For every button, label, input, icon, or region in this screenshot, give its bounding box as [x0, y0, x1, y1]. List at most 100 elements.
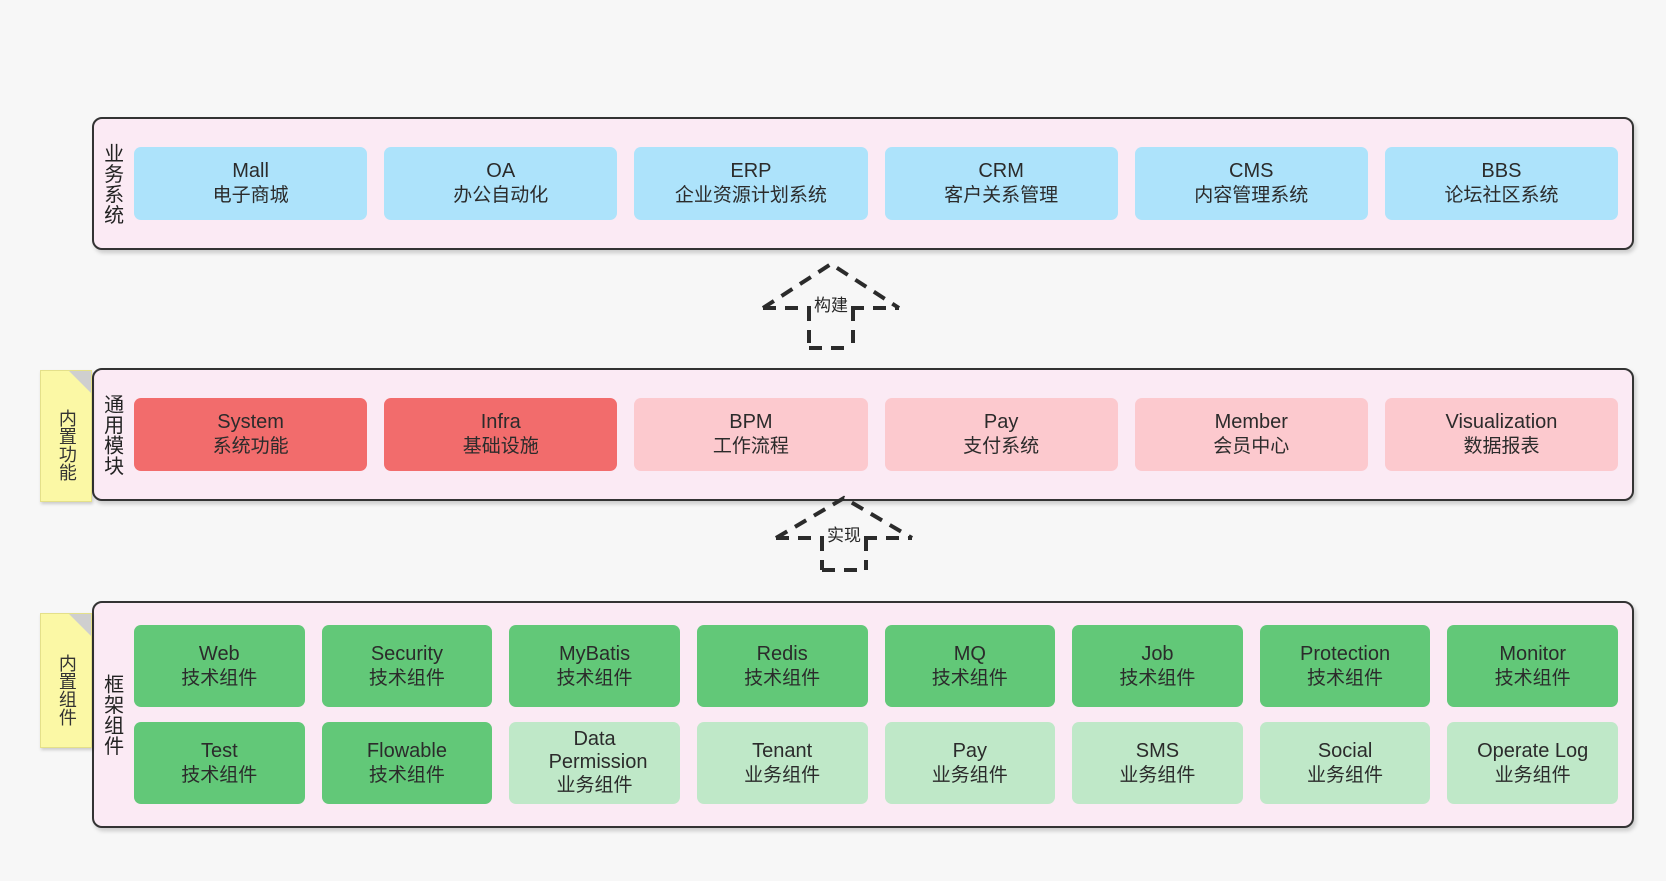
node-mq[interactable]: MQ 技术组件	[884, 625, 1056, 707]
node-web[interactable]: Web 技术组件	[134, 625, 305, 707]
node-title: Job	[1141, 642, 1174, 665]
node-subtitle: 技术组件	[368, 764, 445, 786]
node-subtitle: 会员中心	[1213, 436, 1290, 458]
node-subtitle: 论坛社区系统	[1444, 185, 1559, 207]
node-oa[interactable]: OA 办公自动化	[384, 147, 618, 220]
node-infra[interactable]: Infra 基础设施	[384, 398, 618, 471]
node-title: Mall	[232, 160, 269, 183]
node-subtitle: 数据报表	[1463, 436, 1540, 458]
node-subtitle: 业务组件	[1119, 764, 1196, 786]
layer-general-modules: 通用模块 System 系统功能 Infra 基础设施 BPM 工作流程 Pay	[92, 368, 1634, 501]
node-erp[interactable]: ERP 企业资源计划系统	[634, 147, 868, 220]
node-sms[interactable]: SMS 业务组件	[1072, 722, 1243, 804]
node-title: Data Permission	[548, 728, 648, 774]
node-bpm[interactable]: BPM 工作流程	[634, 398, 868, 471]
node-title: Monitor	[1499, 642, 1567, 665]
node-title: Redis	[756, 642, 808, 665]
node-monitor[interactable]: Monitor 技术组件	[1447, 625, 1618, 707]
builtin-features-note: 内置功能	[40, 370, 92, 502]
node-job[interactable]: Job 技术组件	[1072, 625, 1243, 707]
node-pay[interactable]: Pay 支付系统	[884, 398, 1118, 471]
connector-label: 实现	[824, 521, 864, 546]
builtin-components-note: 内置组件	[40, 613, 92, 748]
node-subtitle: 系统功能	[212, 436, 289, 458]
node-row: Test 技术组件 Flowable 技术组件 Data Permission …	[134, 722, 1618, 804]
node-title: Infra	[480, 411, 521, 434]
node-subtitle: 技术组件	[744, 667, 821, 689]
layer-body-framework-components: Web 技术组件 Security 技术组件 MyBatis 技术组件 Redi…	[128, 603, 1632, 826]
node-subtitle: 业务组件	[1307, 764, 1384, 786]
node-crm[interactable]: CRM 客户关系管理	[884, 147, 1118, 220]
node-title: Operate Log	[1477, 739, 1589, 762]
node-system[interactable]: System 系统功能	[134, 398, 368, 471]
node-title: SMS	[1135, 739, 1180, 762]
node-title: BBS	[1481, 160, 1522, 183]
node-title: Visualization	[1445, 411, 1558, 434]
node-subtitle: 客户关系管理	[944, 185, 1059, 207]
node-subtitle: 工作流程	[712, 436, 789, 458]
node-pay-business[interactable]: Pay 业务组件	[884, 722, 1056, 804]
node-title: MQ	[953, 642, 986, 665]
node-protection[interactable]: Protection 技术组件	[1259, 625, 1431, 707]
node-subtitle: 内容管理系统	[1194, 185, 1309, 207]
node-bbs[interactable]: BBS 论坛社区系统	[1384, 147, 1619, 220]
node-title: Test	[200, 739, 238, 762]
node-redis[interactable]: Redis 技术组件	[696, 625, 868, 707]
node-title: Pay	[952, 739, 988, 762]
layer-body-general-modules: System 系统功能 Infra 基础设施 BPM 工作流程 Pay 支付系统…	[128, 370, 1632, 499]
node-subtitle: 技术组件	[1119, 667, 1196, 689]
node-title: BPM	[729, 411, 773, 434]
node-title: ERP	[730, 160, 772, 183]
node-visualization[interactable]: Visualization 数据报表	[1384, 398, 1619, 471]
node-cms[interactable]: CMS 内容管理系统	[1134, 147, 1368, 220]
node-data-permission[interactable]: Data Permission 业务组件	[509, 722, 680, 804]
node-title: OA	[486, 160, 516, 183]
node-title: Web	[198, 642, 240, 665]
note-text: 内置功能	[56, 409, 77, 481]
node-subtitle: 技术组件	[181, 667, 258, 689]
node-social[interactable]: Social 业务组件	[1259, 722, 1431, 804]
node-title: Member	[1214, 411, 1288, 434]
node-title: Flowable	[366, 739, 447, 762]
node-row: Web 技术组件 Security 技术组件 MyBatis 技术组件 Redi…	[134, 625, 1618, 707]
node-subtitle: 技术组件	[556, 667, 633, 689]
implement-connector: 实现	[768, 492, 920, 572]
node-mall[interactable]: Mall 电子商城	[134, 147, 368, 220]
node-subtitle: 业务组件	[931, 764, 1008, 786]
node-test[interactable]: Test 技术组件	[134, 722, 305, 804]
node-flowable[interactable]: Flowable 技术组件	[321, 722, 493, 804]
node-title: Tenant	[752, 739, 813, 762]
layer-title-general-modules: 通用模块	[100, 393, 123, 476]
node-subtitle: 支付系统	[963, 436, 1040, 458]
node-member[interactable]: Member 会员中心	[1134, 398, 1368, 471]
node-subtitle: 业务组件	[556, 775, 633, 797]
node-title: MyBatis	[559, 642, 631, 665]
node-row: Mall 电子商城 OA 办公自动化 ERP 企业资源计划系统 CRM 客户关系…	[134, 147, 1619, 220]
layer-framework-components: 框架组件 Web 技术组件 Security 技术组件 MyBatis 技术组件…	[92, 601, 1634, 828]
node-title: Protection	[1300, 642, 1391, 665]
node-subtitle: 业务组件	[744, 764, 821, 786]
layer-title-business-systems: 业务系统	[100, 142, 123, 225]
node-mybatis[interactable]: MyBatis 技术组件	[509, 625, 680, 707]
node-title: Pay	[983, 411, 1019, 434]
connector-label: 构建	[811, 291, 851, 316]
node-subtitle: 技术组件	[1494, 667, 1571, 689]
node-operate-log[interactable]: Operate Log 业务组件	[1447, 722, 1618, 804]
build-connector: 构建	[755, 258, 907, 350]
node-subtitle: 技术组件	[1307, 667, 1384, 689]
node-row: System 系统功能 Infra 基础设施 BPM 工作流程 Pay 支付系统…	[134, 398, 1619, 471]
node-security[interactable]: Security 技术组件	[321, 625, 493, 707]
node-subtitle: 办公自动化	[453, 185, 549, 207]
node-subtitle: 技术组件	[931, 667, 1008, 689]
node-subtitle: 电子商城	[212, 185, 289, 207]
node-subtitle: 业务组件	[1494, 764, 1571, 786]
layer-title-framework-components: 框架组件	[100, 673, 123, 756]
node-subtitle: 技术组件	[181, 764, 258, 786]
node-tenant[interactable]: Tenant 业务组件	[696, 722, 868, 804]
node-title: CRM	[978, 160, 1024, 183]
note-text: 内置组件	[56, 653, 77, 726]
node-title: Social	[1317, 739, 1373, 762]
node-title: Security	[370, 642, 444, 665]
layer-business-systems: 业务系统 Mall 电子商城 OA 办公自动化 ERP 企业资源计划系统 CRM	[92, 117, 1634, 250]
